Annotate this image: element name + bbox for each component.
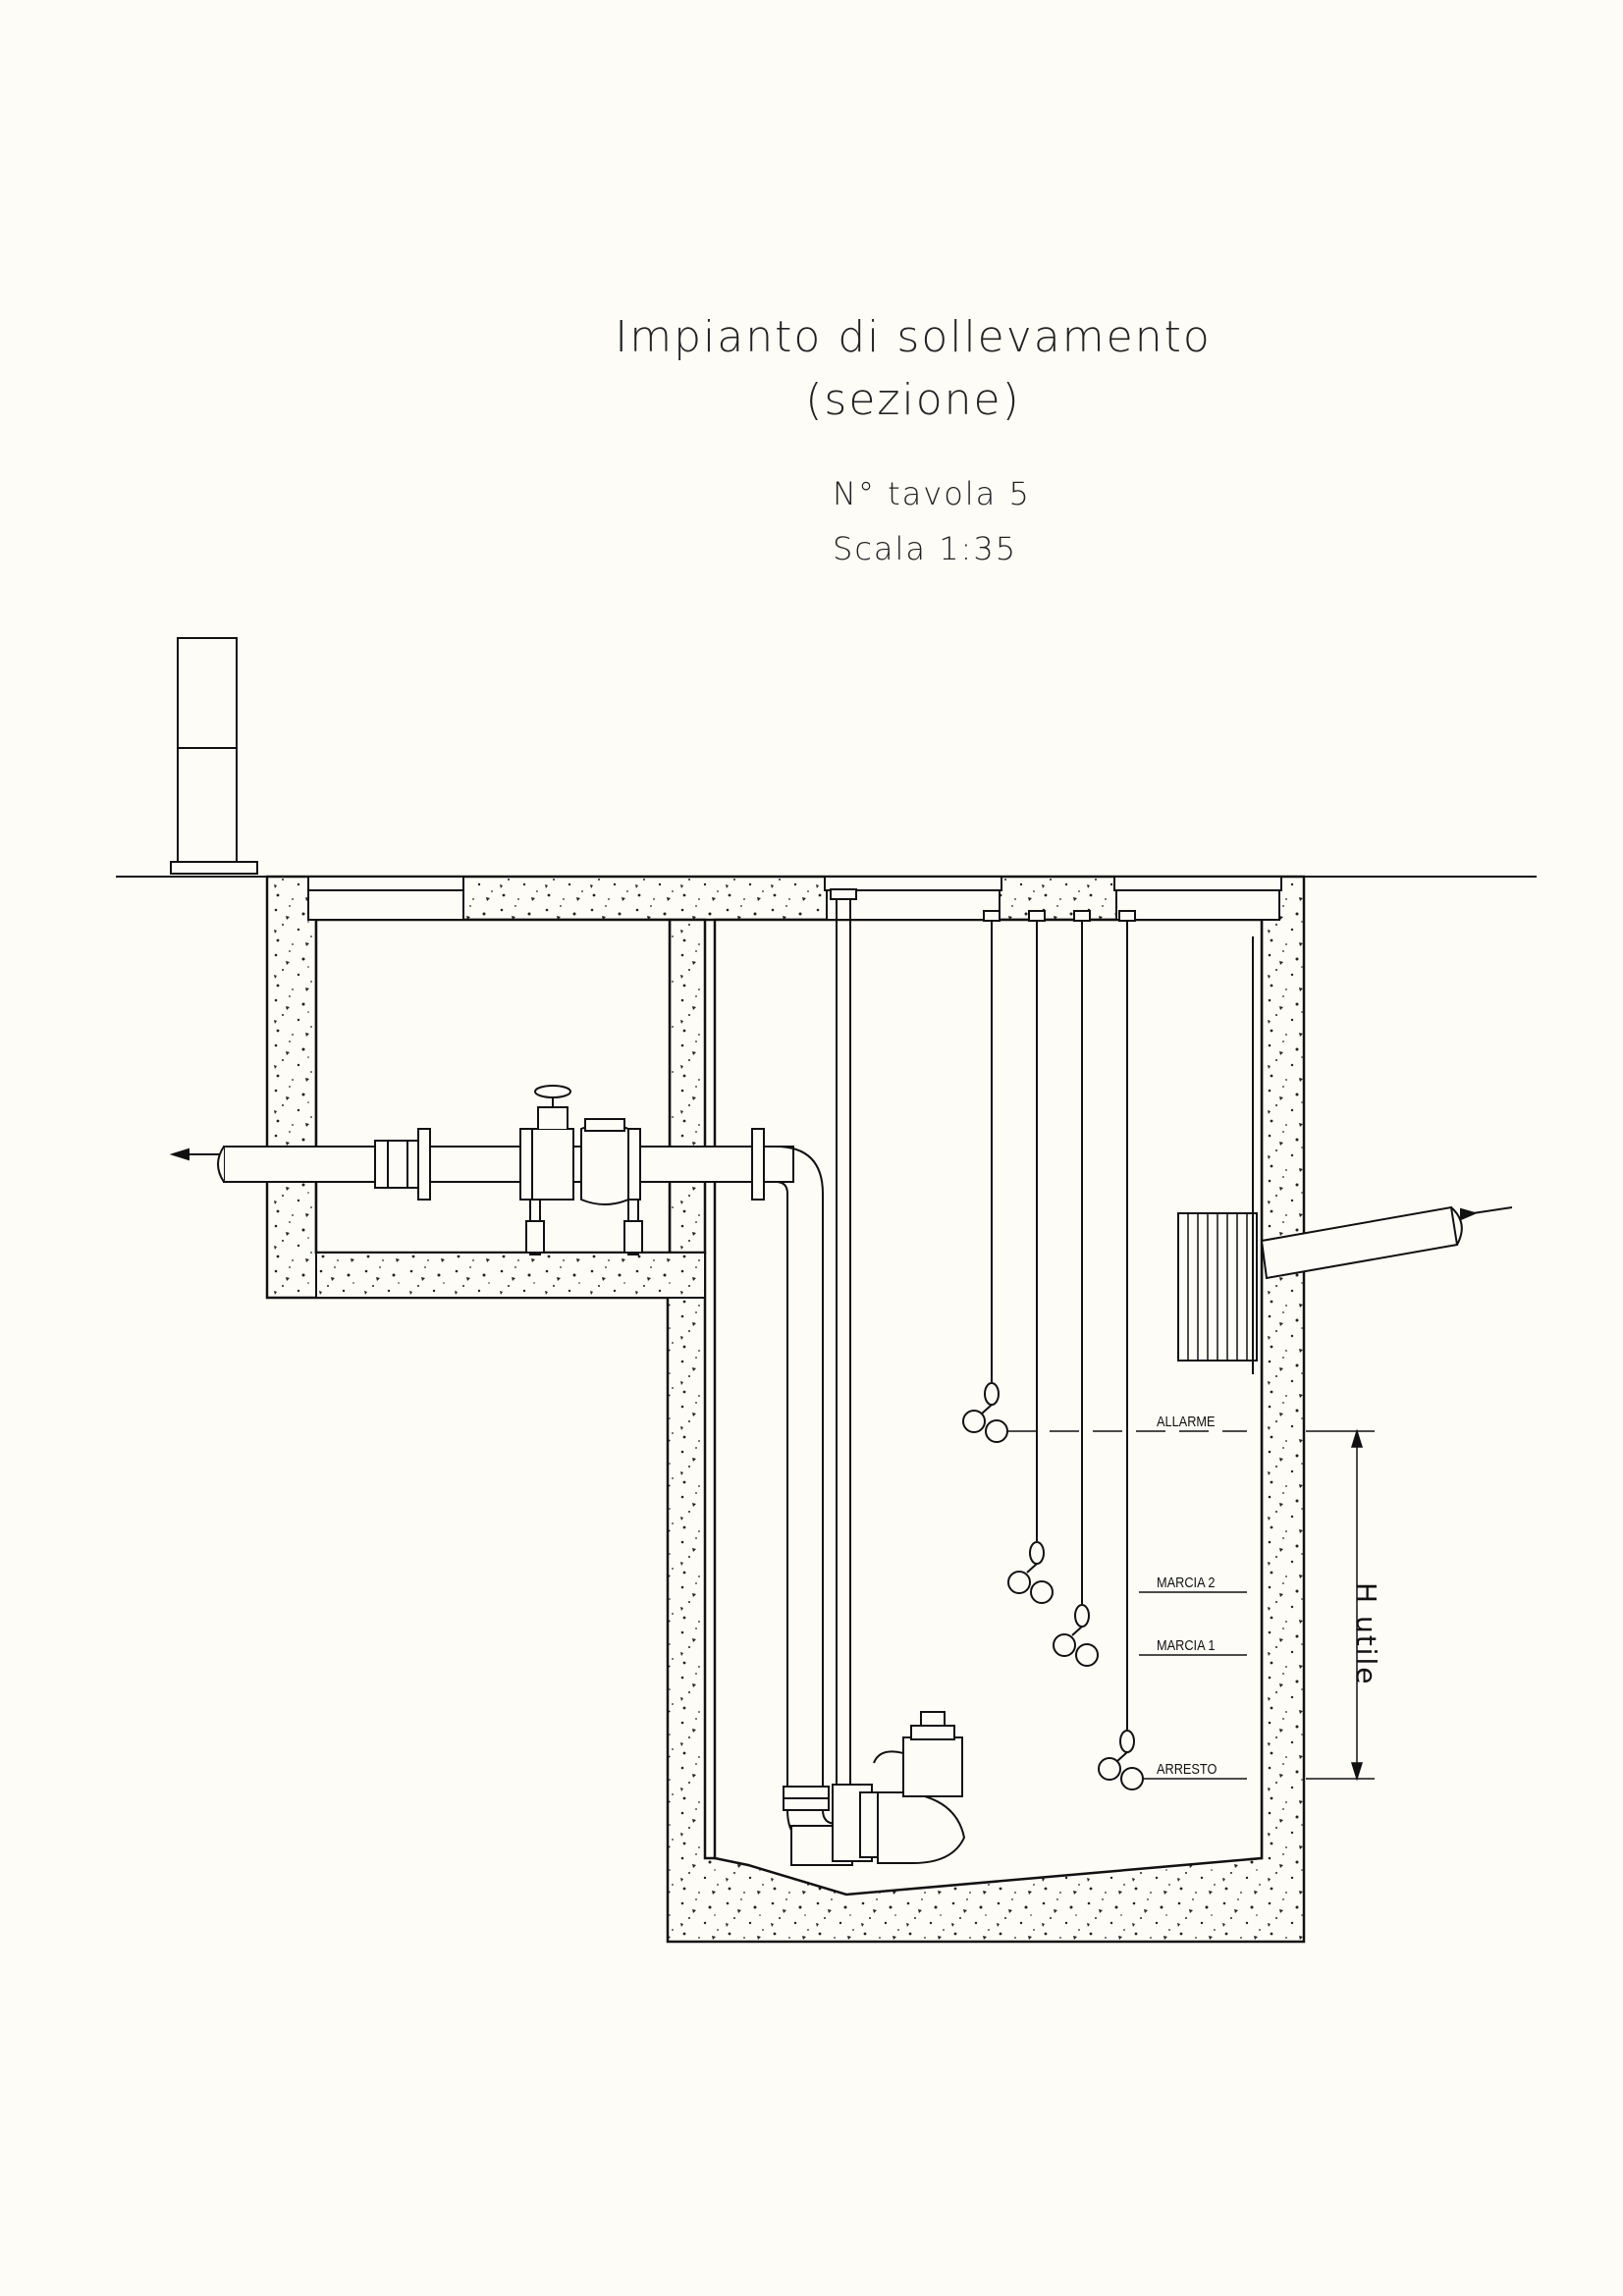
float-run1 <box>1053 910 1099 1667</box>
valve-chamber-floor <box>315 1252 706 1299</box>
drawing-title: Impianto di sollevamento <box>615 312 1212 362</box>
inlet-pipe <box>1177 936 1463 1374</box>
level-label-run2: MARCIA 2 <box>1157 1575 1216 1591</box>
level-label-alarm: ALLARME <box>1157 1414 1216 1430</box>
level-label-stop: ARRESTO <box>1157 1761 1217 1778</box>
float-stop <box>1098 910 1144 1790</box>
riser-pipe <box>764 1146 860 1848</box>
sheet-number: N° tavola 5 <box>833 475 1031 512</box>
h-utile-dimension <box>1306 1428 1375 1782</box>
float-switches <box>962 910 1144 1790</box>
drawing-subtitle: (sezione) <box>805 375 1021 425</box>
flow-arrows <box>169 1148 1513 1221</box>
drawing-scale: Scala 1:35 <box>833 530 1018 567</box>
float-run2 <box>1007 910 1054 1604</box>
discharge-pipe <box>217 1085 794 1255</box>
dividing-wall <box>668 918 707 1255</box>
level-lines <box>1006 1430 1247 1780</box>
level-label-run1: MARCIA 1 <box>1157 1637 1216 1654</box>
vent-column <box>170 637 258 875</box>
h-utile-label: H utile <box>1350 1582 1382 1686</box>
submersible-pump <box>790 1711 966 1866</box>
roof-covers <box>307 876 1282 921</box>
guide-rail <box>830 888 857 1796</box>
